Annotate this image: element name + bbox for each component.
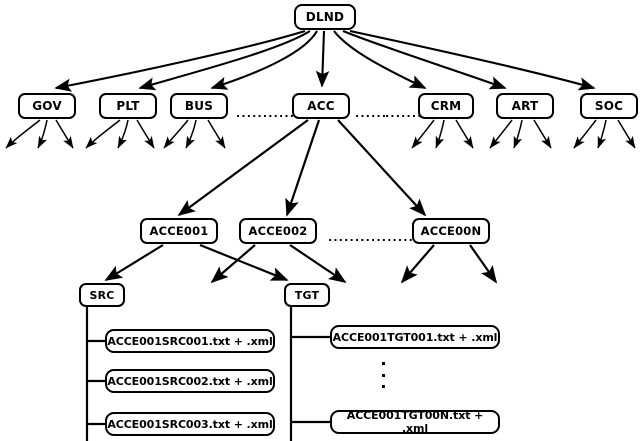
- node-src-label: SRC: [89, 288, 115, 302]
- file-node-src-002[interactable]: ACCE001SRC002.txt + .xml: [105, 369, 275, 393]
- node-acce002-label: ACCE002: [248, 224, 308, 238]
- edges-src-file-bus: [85, 307, 105, 441]
- node-art[interactable]: ART: [496, 93, 554, 119]
- vertical-ellipsis-tgt-files: [381, 362, 385, 388]
- node-acc-label: ACC: [307, 99, 335, 113]
- ellipsis-acc-crm: ...........: [385, 107, 445, 120]
- file-node-tgt-001[interactable]: ACCE001TGT001.txt + .xml: [330, 325, 500, 349]
- ellipsis-bus-acc: ..............: [236, 107, 312, 120]
- node-dlnd-label: DLND: [305, 10, 345, 24]
- node-tgt[interactable]: TGT: [284, 283, 330, 307]
- edges-level2-leaf-fans: [5, 119, 636, 149]
- file-node-src-001-label: ACCE001SRC001.txt + .xml: [107, 334, 273, 348]
- node-acce002[interactable]: ACCE002: [239, 218, 317, 244]
- ellipsis-dot: [381, 385, 385, 388]
- file-node-src-003[interactable]: ACCE001SRC003.txt + .xml: [105, 412, 275, 436]
- node-gov-label: GOV: [32, 99, 62, 113]
- node-acc[interactable]: ACC: [292, 93, 350, 119]
- node-plt-label: PLT: [116, 99, 140, 113]
- node-acce001-label: ACCE001: [149, 224, 209, 238]
- edges-tgt-file-bus: [289, 307, 330, 441]
- node-bus[interactable]: BUS: [170, 93, 228, 119]
- file-node-tgt-001-label: ACCE001TGT001.txt + .xml: [332, 330, 498, 344]
- file-node-tgt-00n[interactable]: ACCE001TGT00N.txt + .xml: [330, 409, 500, 435]
- node-tgt-label: TGT: [294, 288, 320, 302]
- file-node-src-002-label: ACCE001SRC002.txt + .xml: [107, 374, 273, 388]
- file-node-src-001[interactable]: ACCE001SRC001.txt + .xml: [105, 329, 275, 353]
- edges-root-to-level2: [54, 29, 596, 92]
- ellipsis-acc-right: ......: [355, 107, 388, 120]
- node-crm[interactable]: CRM: [418, 93, 474, 119]
- edges-level3-to-level4: [104, 243, 498, 284]
- ellipsis-dot: [381, 362, 385, 365]
- node-plt[interactable]: PLT: [99, 93, 157, 119]
- node-crm-label: CRM: [430, 99, 462, 113]
- ellipsis-dot: [381, 373, 385, 377]
- node-src[interactable]: SRC: [79, 283, 125, 307]
- node-dlnd[interactable]: DLND: [294, 4, 356, 30]
- node-acce00n[interactable]: ACCE00N: [412, 218, 490, 244]
- edges-acc-to-level3: [177, 119, 427, 217]
- node-acce00n-label: ACCE00N: [420, 224, 482, 238]
- node-acce001[interactable]: ACCE001: [140, 218, 218, 244]
- file-node-tgt-00n-label: ACCE001TGT00N.txt + .xml: [346, 409, 484, 435]
- node-soc-label: SOC: [594, 99, 624, 113]
- node-art-label: ART: [511, 99, 539, 113]
- ellipsis-acce-series: ....................: [328, 231, 436, 244]
- node-gov[interactable]: GOV: [18, 93, 76, 119]
- node-bus-label: BUS: [184, 99, 214, 113]
- node-soc[interactable]: SOC: [580, 93, 638, 119]
- file-node-src-003-label: ACCE001SRC003.txt + .xml: [107, 417, 273, 431]
